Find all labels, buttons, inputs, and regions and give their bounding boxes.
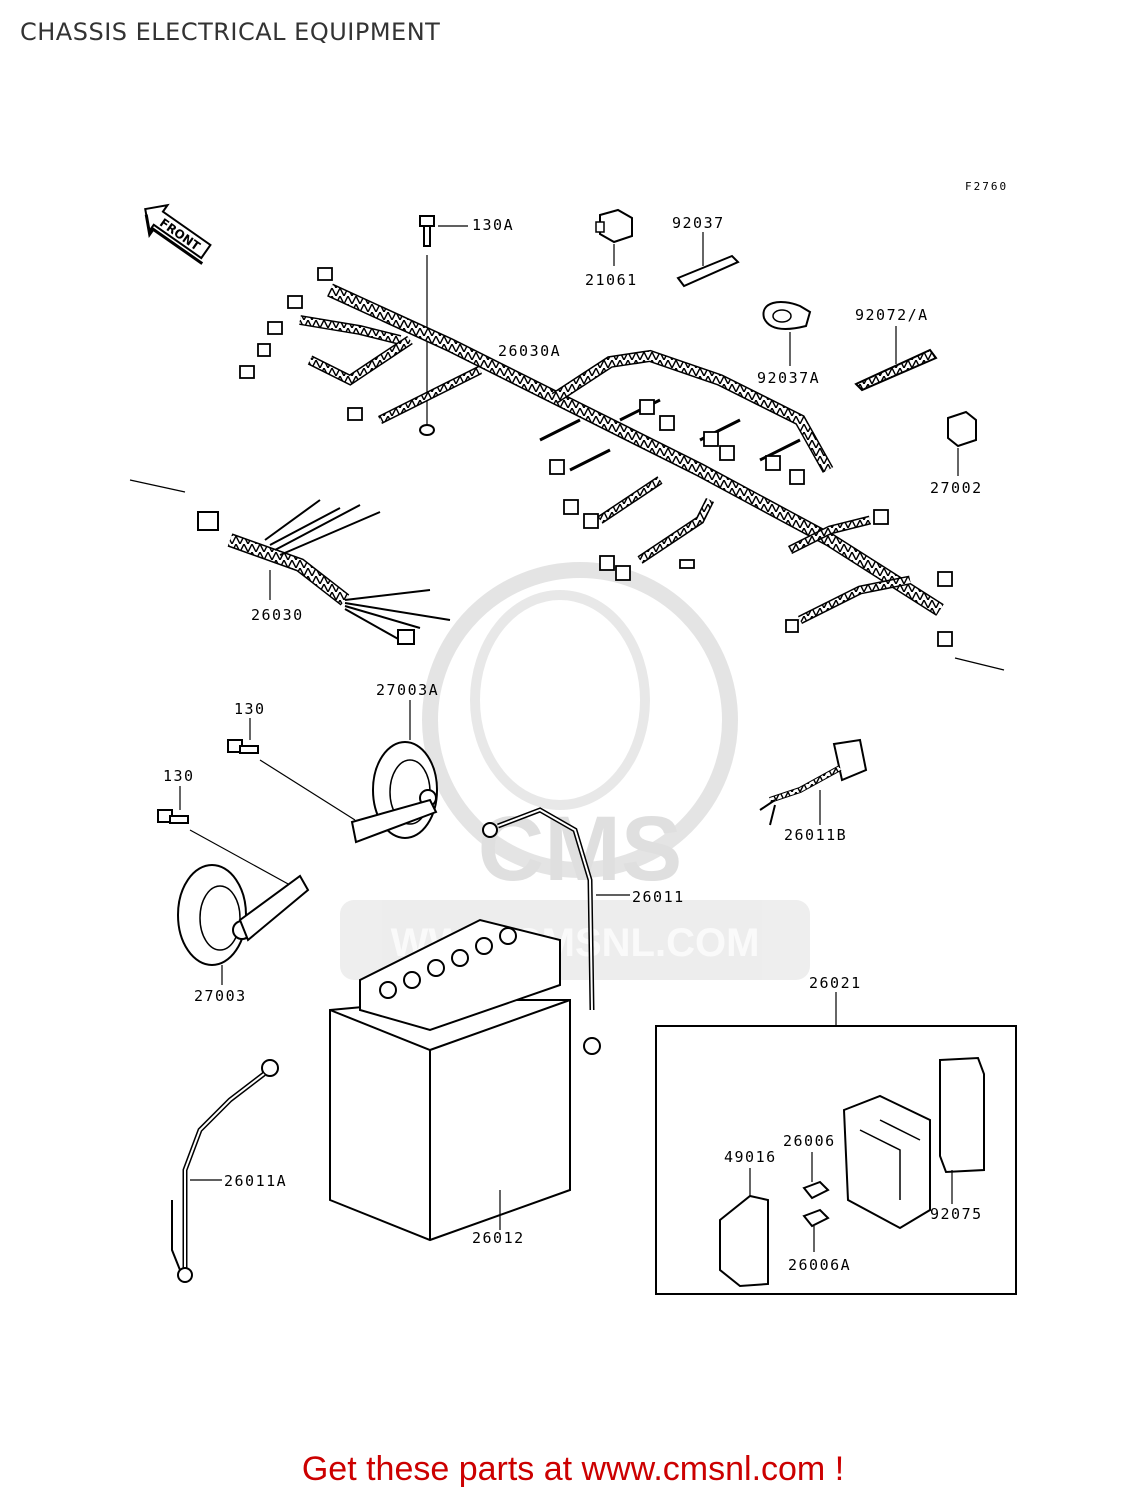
front-arrow-icon: FRONT — [144, 203, 212, 265]
bolt-130a-icon — [419, 215, 468, 436]
bolt-130-top-icon — [227, 718, 259, 754]
tie-92072a-icon — [854, 326, 938, 392]
label-26030: 26030 — [251, 606, 304, 624]
label-92072a: 92072/A — [855, 306, 929, 324]
label-26011a: 26011A — [224, 1172, 287, 1190]
fuse-box-kit-26021 — [655, 992, 1017, 1295]
label-26006a: 26006A — [788, 1256, 851, 1274]
label-92075: 92075 — [930, 1205, 983, 1223]
label-27002: 27002 — [930, 479, 983, 497]
label-26021: 26021 — [809, 974, 862, 992]
label-92037: 92037 — [672, 214, 725, 232]
lead-26011b-icon — [759, 738, 868, 826]
label-130a: 130A — [472, 216, 514, 234]
harness-connectors — [239, 267, 953, 647]
label-130-top: 130 — [234, 700, 266, 718]
figure-code: F2760 — [965, 180, 1008, 193]
label-26011: 26011 — [632, 888, 685, 906]
band-92037-icon — [676, 232, 740, 288]
label-26011b: 26011B — [784, 826, 847, 844]
main-harness-26030a — [299, 283, 944, 625]
battery-26012-icon — [329, 918, 571, 1242]
cable-26011-icon — [482, 807, 630, 1055]
label-130-left: 130 — [163, 767, 195, 785]
label-26006: 26006 — [783, 1132, 836, 1150]
label-27003: 27003 — [194, 987, 247, 1005]
sub-harness-26030 — [129, 479, 1005, 671]
relay-21061-icon — [595, 208, 633, 266]
label-49016: 49016 — [724, 1148, 777, 1166]
part-27002-icon — [947, 410, 977, 476]
bolt-130-left-icon — [157, 786, 291, 886]
label-27003a: 27003A — [376, 681, 439, 699]
part-labels: 130A 21061 92037 92072/A 92037A 26030A 2… — [163, 214, 983, 1274]
label-26030a: 26030A — [498, 342, 561, 360]
page-title: CHASSIS ELECTRICAL EQUIPMENT — [20, 18, 441, 46]
clamp-92037a-icon — [762, 301, 812, 366]
label-21061: 21061 — [585, 271, 638, 289]
label-92037a: 92037A — [757, 369, 820, 387]
footer-link[interactable]: Get these parts at www.cmsnl.com ! — [301, 1450, 845, 1488]
cable-26011a-icon — [171, 1059, 279, 1283]
label-26012: 26012 — [472, 1229, 525, 1247]
horn-27003a-icon — [259, 700, 438, 844]
horn-27003-icon — [177, 864, 310, 985]
